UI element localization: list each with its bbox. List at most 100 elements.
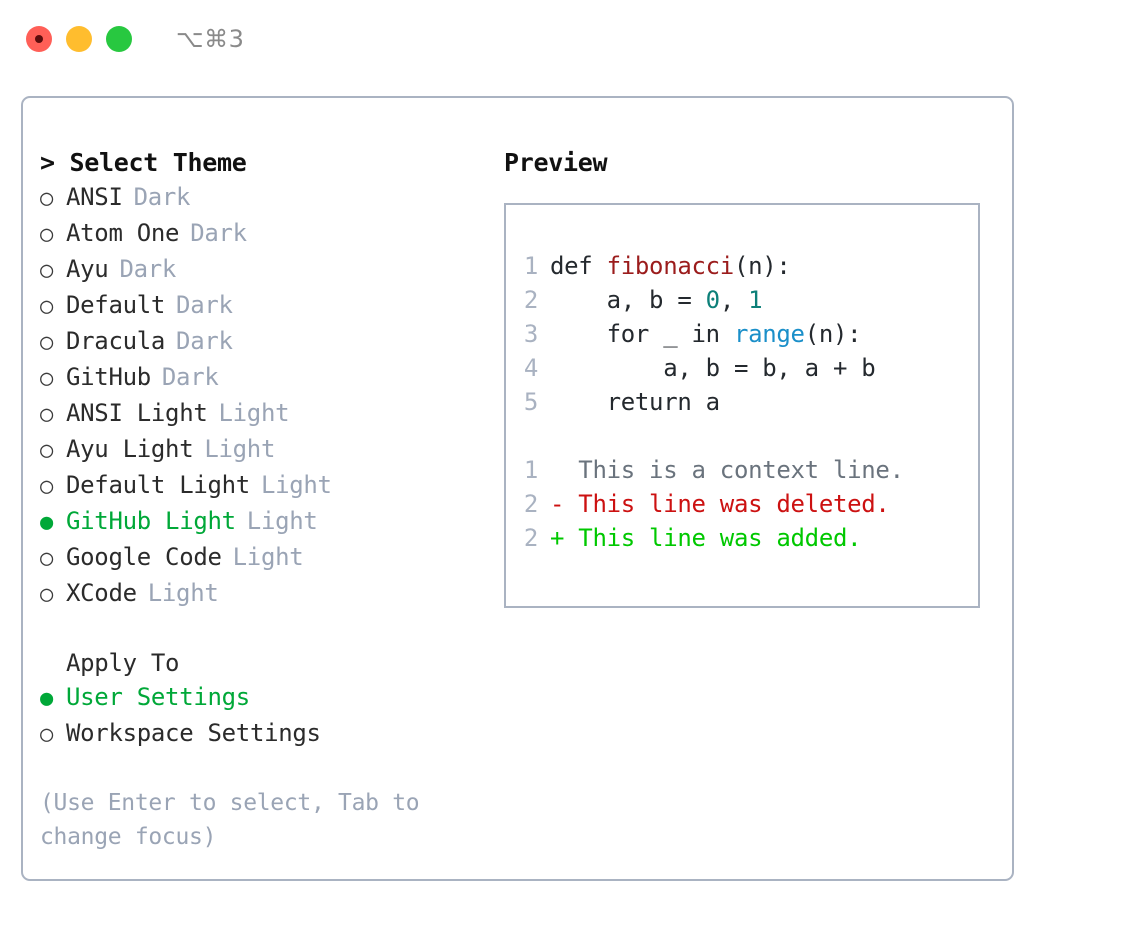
traffic-lights — [26, 26, 132, 52]
preview-title: Preview — [504, 148, 608, 177]
theme-option-label: ANSI — [66, 183, 123, 211]
line-number: 2 — [523, 490, 538, 518]
theme-option-badge: Light — [232, 543, 304, 571]
radio-icon[interactable]: ○ — [40, 438, 53, 463]
line-number: 5 — [523, 388, 538, 416]
theme-option-badge: Light — [260, 471, 332, 499]
diff-content: - This line was deleted. — [550, 490, 890, 518]
theme-option-badge: Dark — [119, 255, 177, 283]
title-bar: ⌥⌘3 — [0, 0, 1140, 78]
theme-option-label: Google Code — [66, 543, 222, 571]
apply-to-label: User Settings — [66, 683, 250, 711]
radio-icon[interactable]: ○ — [40, 222, 53, 247]
main-panel: > Select Theme ○ ANSI Dark ○ Atom One Da… — [21, 96, 1014, 881]
theme-option-badge: Dark — [190, 219, 247, 247]
diff-line-context: 1 This is a context line. — [506, 453, 978, 487]
diff-sample: 1 This is a context line. 2 - This line … — [506, 453, 978, 555]
theme-option-ansi-light[interactable]: ○ ANSI Light Light — [40, 396, 493, 432]
diff-content: + This line was added. — [550, 524, 862, 552]
theme-option-label: GitHub Light — [66, 507, 236, 535]
radio-icon[interactable]: ○ — [40, 546, 53, 571]
theme-option-label: Ayu — [66, 255, 109, 283]
line-number: 2 — [523, 524, 538, 552]
apply-to-workspace-settings[interactable]: ○ Workspace Settings — [40, 716, 493, 752]
preview-column: Preview 1 def fibonacci(n): 2 a, b = 0, … — [493, 146, 1012, 879]
radio-icon[interactable]: ○ — [40, 186, 53, 211]
radio-icon[interactable]: ○ — [40, 474, 53, 499]
code-sample: 1 def fibonacci(n): 2 a, b = 0, 1 3 for … — [506, 249, 978, 419]
preview-box: 1 def fibonacci(n): 2 a, b = 0, 1 3 for … — [504, 203, 980, 608]
theme-option-ayu[interactable]: ○ Ayu Dark — [40, 252, 493, 288]
radio-icon[interactable]: ○ — [40, 582, 53, 607]
code-line: 3 for _ in range(n): — [506, 317, 978, 351]
theme-option-dracula[interactable]: ○ Dracula Dark — [40, 324, 493, 360]
theme-option-label: Ayu Light — [66, 435, 194, 463]
radio-icon[interactable]: ○ — [40, 330, 53, 355]
theme-picker-header: > Select Theme — [40, 148, 247, 177]
code-line: 2 a, b = 0, 1 — [506, 283, 978, 317]
keyboard-hint: (Use Enter to select, Tab to change focu… — [40, 790, 420, 850]
code-line: 5 return a — [506, 385, 978, 419]
token-function: fibonacci — [606, 252, 735, 280]
theme-option-github-light[interactable]: ● GitHub Light Light — [40, 504, 493, 540]
theme-option-label: Default — [66, 291, 166, 319]
theme-option-badge: Light — [218, 399, 290, 427]
radio-icon[interactable]: ○ — [40, 722, 53, 747]
close-button[interactable] — [26, 26, 52, 52]
theme-option-xcode[interactable]: ○ XCode Light — [40, 576, 493, 612]
theme-option-label: Default Light — [66, 471, 250, 499]
diff-line-deleted: 2 - This line was deleted. — [506, 487, 978, 521]
theme-option-badge: Dark — [133, 183, 191, 211]
theme-option-default[interactable]: ○ Default Dark — [40, 288, 493, 324]
theme-option-label: XCode — [66, 579, 137, 607]
code-line: 1 def fibonacci(n): — [506, 249, 978, 283]
theme-option-badge: Dark — [161, 363, 219, 391]
code-line: 4 a, b = b, a + b — [506, 351, 978, 385]
maximize-button[interactable] — [106, 26, 132, 52]
line-number: 1 — [523, 456, 538, 484]
theme-option-ayu-light[interactable]: ○ Ayu Light Light — [40, 432, 493, 468]
radio-icon[interactable]: ○ — [40, 402, 53, 427]
code-content: def fibonacci(n): — [550, 252, 791, 280]
minimize-button[interactable] — [66, 26, 92, 52]
theme-picker-column: > Select Theme ○ ANSI Dark ○ Atom One Da… — [23, 146, 493, 879]
code-content: a, b = 0, 1 — [550, 286, 763, 314]
code-content: for _ in range(n): — [550, 320, 862, 348]
radio-icon[interactable]: ○ — [40, 258, 53, 283]
radio-icon[interactable]: ○ — [40, 294, 53, 319]
theme-option-google-code[interactable]: ○ Google Code Light — [40, 540, 493, 576]
radio-selected-icon[interactable]: ● — [40, 686, 53, 711]
theme-option-default-light[interactable]: ○ Default Light Light — [40, 468, 493, 504]
radio-selected-icon[interactable]: ● — [40, 510, 53, 535]
theme-option-atom-one[interactable]: ○ Atom One Dark — [40, 216, 493, 252]
theme-list: ○ ANSI Dark ○ Atom One Dark ○ Ayu Dark — [40, 180, 493, 612]
apply-to-user-settings[interactable]: ● User Settings — [40, 680, 493, 716]
theme-option-ansi[interactable]: ○ ANSI Dark — [40, 180, 493, 216]
apply-to-label: Workspace Settings — [66, 719, 321, 747]
theme-option-label: ANSI Light — [66, 399, 208, 427]
theme-option-github[interactable]: ○ GitHub Dark — [40, 360, 493, 396]
token-number: 0 — [705, 286, 720, 314]
token-number: 1 — [748, 286, 763, 314]
theme-option-badge: Light — [147, 579, 219, 607]
code-content: return a — [550, 388, 721, 416]
theme-option-badge: Dark — [176, 291, 233, 319]
token-builtin: range — [733, 320, 805, 348]
radio-icon[interactable]: ○ — [40, 366, 53, 391]
line-number: 1 — [523, 252, 538, 280]
spacer — [40, 612, 493, 646]
theme-option-label: GitHub — [66, 363, 151, 391]
code-content: a, b = b, a + b — [550, 354, 876, 382]
theme-option-badge: Light — [246, 507, 318, 535]
diff-line-added: 2 + This line was added. — [506, 521, 978, 555]
window-title: ⌥⌘3 — [176, 25, 245, 53]
theme-option-badge: Dark — [176, 327, 233, 355]
apply-to-list: ● User Settings ○ Workspace Settings — [40, 680, 493, 752]
line-number: 4 — [523, 354, 538, 382]
theme-option-badge: Light — [204, 435, 276, 463]
apply-to-title: Apply To — [66, 649, 180, 677]
spacer — [506, 419, 978, 453]
line-number: 2 — [523, 286, 538, 314]
theme-option-label: Atom One — [66, 219, 180, 247]
